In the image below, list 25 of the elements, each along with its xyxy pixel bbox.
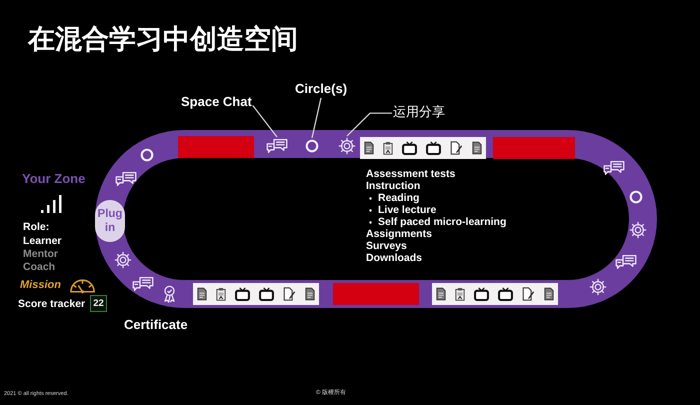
- list-item: Self paced micro-learning: [378, 216, 506, 228]
- certificate-label: Certificate: [124, 318, 188, 333]
- plug-in-pill: Plug in: [95, 200, 125, 242]
- list-item: Reading: [378, 192, 420, 204]
- list-item: Live lecture: [378, 204, 436, 216]
- score-tracker-label: Score tracker: [18, 298, 86, 310]
- role-option: Coach: [23, 261, 56, 274]
- role-option: Mentor: [23, 248, 58, 260]
- callout-label: Circle(s): [295, 82, 348, 97]
- callout-label: Space Chat: [181, 95, 252, 110]
- role-heading: Role:: [23, 221, 50, 234]
- list-item: Assignments: [366, 228, 432, 240]
- ring-icon: [305, 139, 319, 153]
- score-counter: 22: [90, 295, 107, 312]
- callout-label: 运用分享: [393, 105, 445, 120]
- slide-title: 在混合学习中创造空间: [28, 24, 298, 56]
- list-item: Downloads: [366, 252, 422, 264]
- mission-label: Mission: [20, 279, 61, 292]
- gear-icon: [338, 137, 356, 155]
- role-option: Learner: [23, 235, 62, 248]
- zone-heading: Your Zone: [22, 172, 86, 187]
- list-item: Instruction: [366, 180, 420, 192]
- list-item: Assessment tests: [366, 168, 456, 180]
- chat-bubbles-icon: [266, 138, 288, 154]
- list-item: Surveys: [366, 240, 407, 252]
